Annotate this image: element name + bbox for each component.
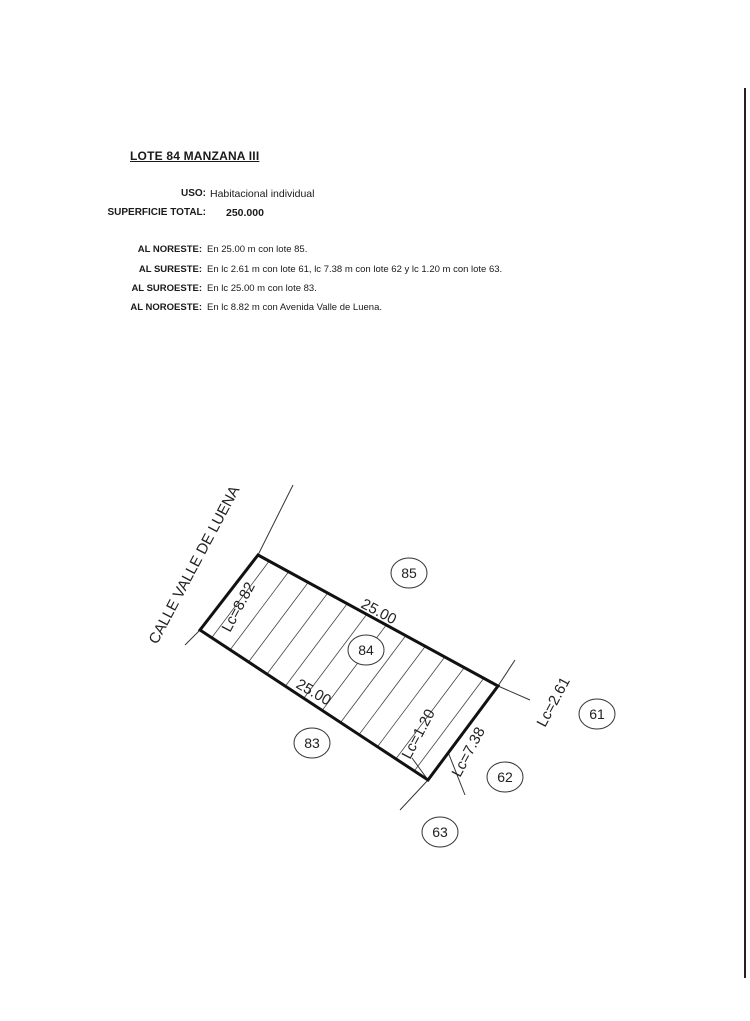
lot-61-marker: 61	[578, 698, 616, 730]
boundary-northeast: AL NORESTE: En 25.00 m con lote 85.	[82, 244, 308, 255]
page-edge-line	[744, 88, 746, 978]
lot-84-outline	[197, 553, 501, 783]
lot-title: LOTE 84 MANZANA III	[130, 149, 260, 163]
boundary-label: AL NOROESTE:	[130, 302, 202, 313]
extension-line	[184, 629, 201, 646]
boundary-northwest: AL NOROESTE: En lc 8.82 m con Avenida Val…	[82, 302, 382, 313]
dim-southeast-1: Lc=2.61	[534, 674, 574, 729]
leader-line	[411, 757, 429, 781]
lot-63-number: 63	[432, 824, 448, 840]
boundary-southwest: AL SUROESTE: En lc 25.00 m con lote 83.	[82, 283, 317, 294]
uso-label: USO:	[181, 188, 206, 199]
street-extension-line	[257, 484, 294, 556]
extension-line	[497, 659, 516, 687]
dim-northeast: 25.00	[358, 596, 399, 629]
lot-84-marker: 84	[347, 634, 385, 666]
boundary-label: AL SURESTE:	[138, 264, 202, 275]
boundary-text: En lc 2.61 m con lote 61, lc 7.38 m con …	[207, 264, 503, 275]
extension-line	[399, 779, 429, 811]
lot-62-number: 62	[497, 769, 513, 785]
boundary-label: AL SUROESTE:	[131, 283, 202, 294]
leader-line	[447, 751, 466, 796]
lot-83-marker: 83	[293, 727, 331, 759]
lot-83-number: 83	[304, 735, 320, 751]
superficie-label: SUPERFICIE TOTAL:	[107, 207, 206, 218]
lot-84-number: 84	[358, 642, 374, 658]
boundary-southeast: AL SURESTE: En lc 2.61 m con lote 61, lc …	[82, 264, 502, 275]
uso-value: Habitacional individual	[210, 188, 315, 200]
dim-southeast-3: Lc=1.20	[399, 706, 439, 761]
boundary-label: AL NORESTE:	[137, 244, 202, 255]
lot-62-marker: 62	[486, 761, 524, 793]
dim-southeast-2: Lc=7.38	[449, 724, 489, 779]
lot-63-marker: 63	[421, 816, 459, 848]
leader-line	[497, 685, 531, 701]
lot-85-number: 85	[401, 565, 417, 581]
boundary-text: En lc 25.00 m con lote 83.	[207, 283, 317, 294]
lot-85-marker: 85	[390, 557, 428, 589]
boundary-text: En lc 8.82 m con Avenida Valle de Luena.	[207, 302, 382, 313]
boundary-text: En 25.00 m con lote 85.	[207, 244, 308, 255]
dim-northwest: Lc=8.82	[219, 579, 259, 634]
lot-61-number: 61	[589, 706, 605, 722]
superficie-value: 250.000	[226, 207, 264, 219]
